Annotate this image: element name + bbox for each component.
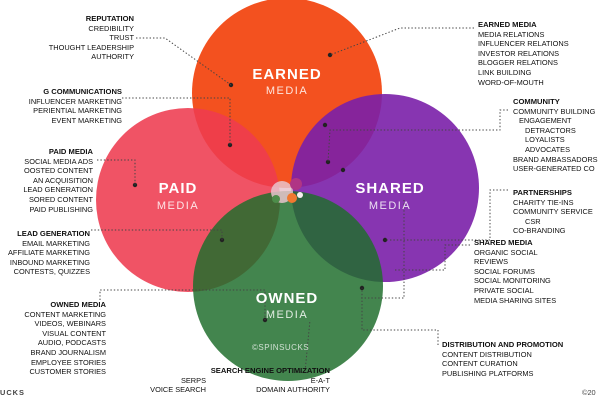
paid-media-item: LEAD GENERATION [23,185,93,195]
paid-media-item: OOSTED CONTENT [24,166,93,176]
distribution-heading: DISTRIBUTION AND PROMOTION [442,340,564,349]
shared-title: SHARED [355,180,425,197]
community-item: BRAND AMBASSADORS [513,154,598,164]
earned-media-item: WORD-OF-MOUTH [478,77,544,87]
reputation-item: CREDIBILITY [88,23,134,33]
owned-media-item: VIDEOS, WEBINARS [34,319,106,329]
community-item: DETRACTORS [525,125,576,135]
earned-media-item: BLOGGER RELATIONS [478,58,558,68]
owned-media-item: BRAND JOURNALISM [30,347,106,357]
earned-media-item: LINK BUILDING [478,67,532,77]
partnerships-item: CSR [525,216,541,226]
owned-media-item: VISUAL CONTENT [42,328,106,338]
shared-media-group: SHARED MEDIA ORGANIC SOCIAL REVIEWS SOCI… [474,238,556,305]
reputation-item: THOUGHT LEADERSHIP [48,42,134,52]
paid-media-heading: PAID MEDIA [48,147,93,156]
earned-subtitle: MEDIA [265,85,309,97]
community-item: ADVOCATES [525,144,571,154]
seo-item: DOMAIN AUTHORITY [256,385,330,395]
footer-copyright: ©20 [582,388,596,397]
marketing-communications-item: INFLUENCER MARKETING [28,96,122,106]
owned-media-item: AUDIO, PODCASTS [37,338,106,348]
lead-generation-heading: LEAD GENERATION [17,229,90,238]
partnerships-item: CO-BRANDING [513,226,566,236]
distribution-group: DISTRIBUTION AND PROMOTION CONTENT DISTR… [442,340,563,378]
partnerships-item: CHARITY TIE-INS [513,197,574,207]
earned-media-item: INFLUENCER RELATIONS [478,39,569,49]
seo-item: SERPS [180,375,206,385]
owned-media-item: EMPLOYEE STORIES [30,357,106,367]
community-heading: COMMUNITY [513,97,560,106]
seo-group: SEARCH ENGINE OPTIMIZATION SERPS VOICE S… [144,366,330,395]
community-group: COMMUNITY COMMUNITY BUILDING ENGAGEMENT … [513,97,598,174]
owned-media-group: OWNED MEDIA CONTENT MARKETING VIDEOS, WE… [24,300,106,377]
reputation-group: REPUTATION CREDIBILITY TRUST THOUGHT LEA… [49,14,134,62]
shared-media-heading: SHARED MEDIA [474,238,533,247]
shared-subtitle: MEDIA [368,200,412,212]
owned-media-item: CUSTOMER STORIES [29,367,106,377]
lead-generation-item: AFFILIATE MARKETING [8,248,90,258]
shared-media-item: MEDIA SHARING SITES [474,295,557,305]
reputation-item: TRUST [109,33,134,43]
reputation-item: AUTHORITY [91,52,134,62]
lead-generation-item: INBOUND MARKETING [9,257,90,267]
seo-item: E-A-T [310,375,330,385]
paid-media-item: SOCIAL MEDIA ADS [24,156,93,166]
owned-media-item: CONTENT MARKETING [24,309,106,319]
distribution-item: CONTENT DISTRIBUTION [442,349,532,359]
paid-subtitle: MEDIA [156,200,200,212]
marketing-communications-item: PERIENTIAL MARKETING [33,106,122,116]
community-item: COMMUNITY BUILDING [513,106,596,116]
paid-media-item: PAID PUBLISHING [29,204,93,214]
partnerships-group: PARTNERSHIPS CHARITY TIE-INS COMMUNITY S… [513,188,593,236]
distribution-item: PUBLISHING PLATFORMS [442,368,534,378]
marketing-communications-group: G COMMUNICATIONS INFLUENCER MARKETING PE… [29,87,122,125]
seo-heading: SEARCH ENGINE OPTIMIZATION [210,366,330,375]
shared-media-item: SOCIAL FORUMS [474,266,535,276]
leader-lines [91,27,508,373]
earned-title: EARNED [252,66,322,83]
distribution-item: CONTENT CURATION [442,359,518,369]
owned-media-heading: OWNED MEDIA [50,300,106,309]
owned-title: OWNED [255,290,319,307]
paid-media-group: PAID MEDIA SOCIAL MEDIA ADS OOSTED CONTE… [23,147,93,214]
partnerships-item: COMMUNITY SERVICE [513,207,593,217]
community-item: LOYALISTS [525,135,565,145]
shared-media-item: SOCIAL MONITORING [474,276,551,286]
marketing-communications-heading: G COMMUNICATIONS [43,87,122,96]
shared-media-item: PRIVATE SOCIAL [474,285,534,295]
footer-logo-text: UCKS [0,388,25,397]
community-item: ENGAGEMENT [519,116,572,126]
earned-media-item: MEDIA RELATIONS [478,29,545,39]
center-bubbles [271,178,303,203]
marketing-communications-item: EVENT MARKETING [51,115,123,125]
paid-title: PAID [158,180,198,197]
shared-media-item: ORGANIC SOCIAL [474,247,538,257]
community-item: USER-GENERATED CO [513,164,595,174]
earned-media-item: INVESTOR RELATIONS [478,48,560,58]
owned-subtitle: MEDIA [265,309,309,321]
seo-item: VOICE SEARCH [150,385,206,395]
shared-media-item: REVIEWS [474,257,509,267]
earned-media-group: EARNED MEDIA MEDIA RELATIONS INFLUENCER … [478,20,569,87]
lead-generation-group: LEAD GENERATION EMAIL MARKETING AFFILIAT… [8,229,90,277]
owned-circle [193,191,383,381]
lead-generation-item: EMAIL MARKETING [22,238,90,248]
paid-media-item: AN ACQUISITION [33,175,93,185]
watermark: ©SPINSUCKS [252,343,310,352]
reputation-heading: REPUTATION [85,14,134,23]
lead-generation-item: CONTESTS, QUIZZES [13,267,90,277]
paid-media-item: SORED CONTENT [28,194,93,204]
earned-media-heading: EARNED MEDIA [478,20,537,29]
partnerships-heading: PARTNERSHIPS [513,188,572,197]
